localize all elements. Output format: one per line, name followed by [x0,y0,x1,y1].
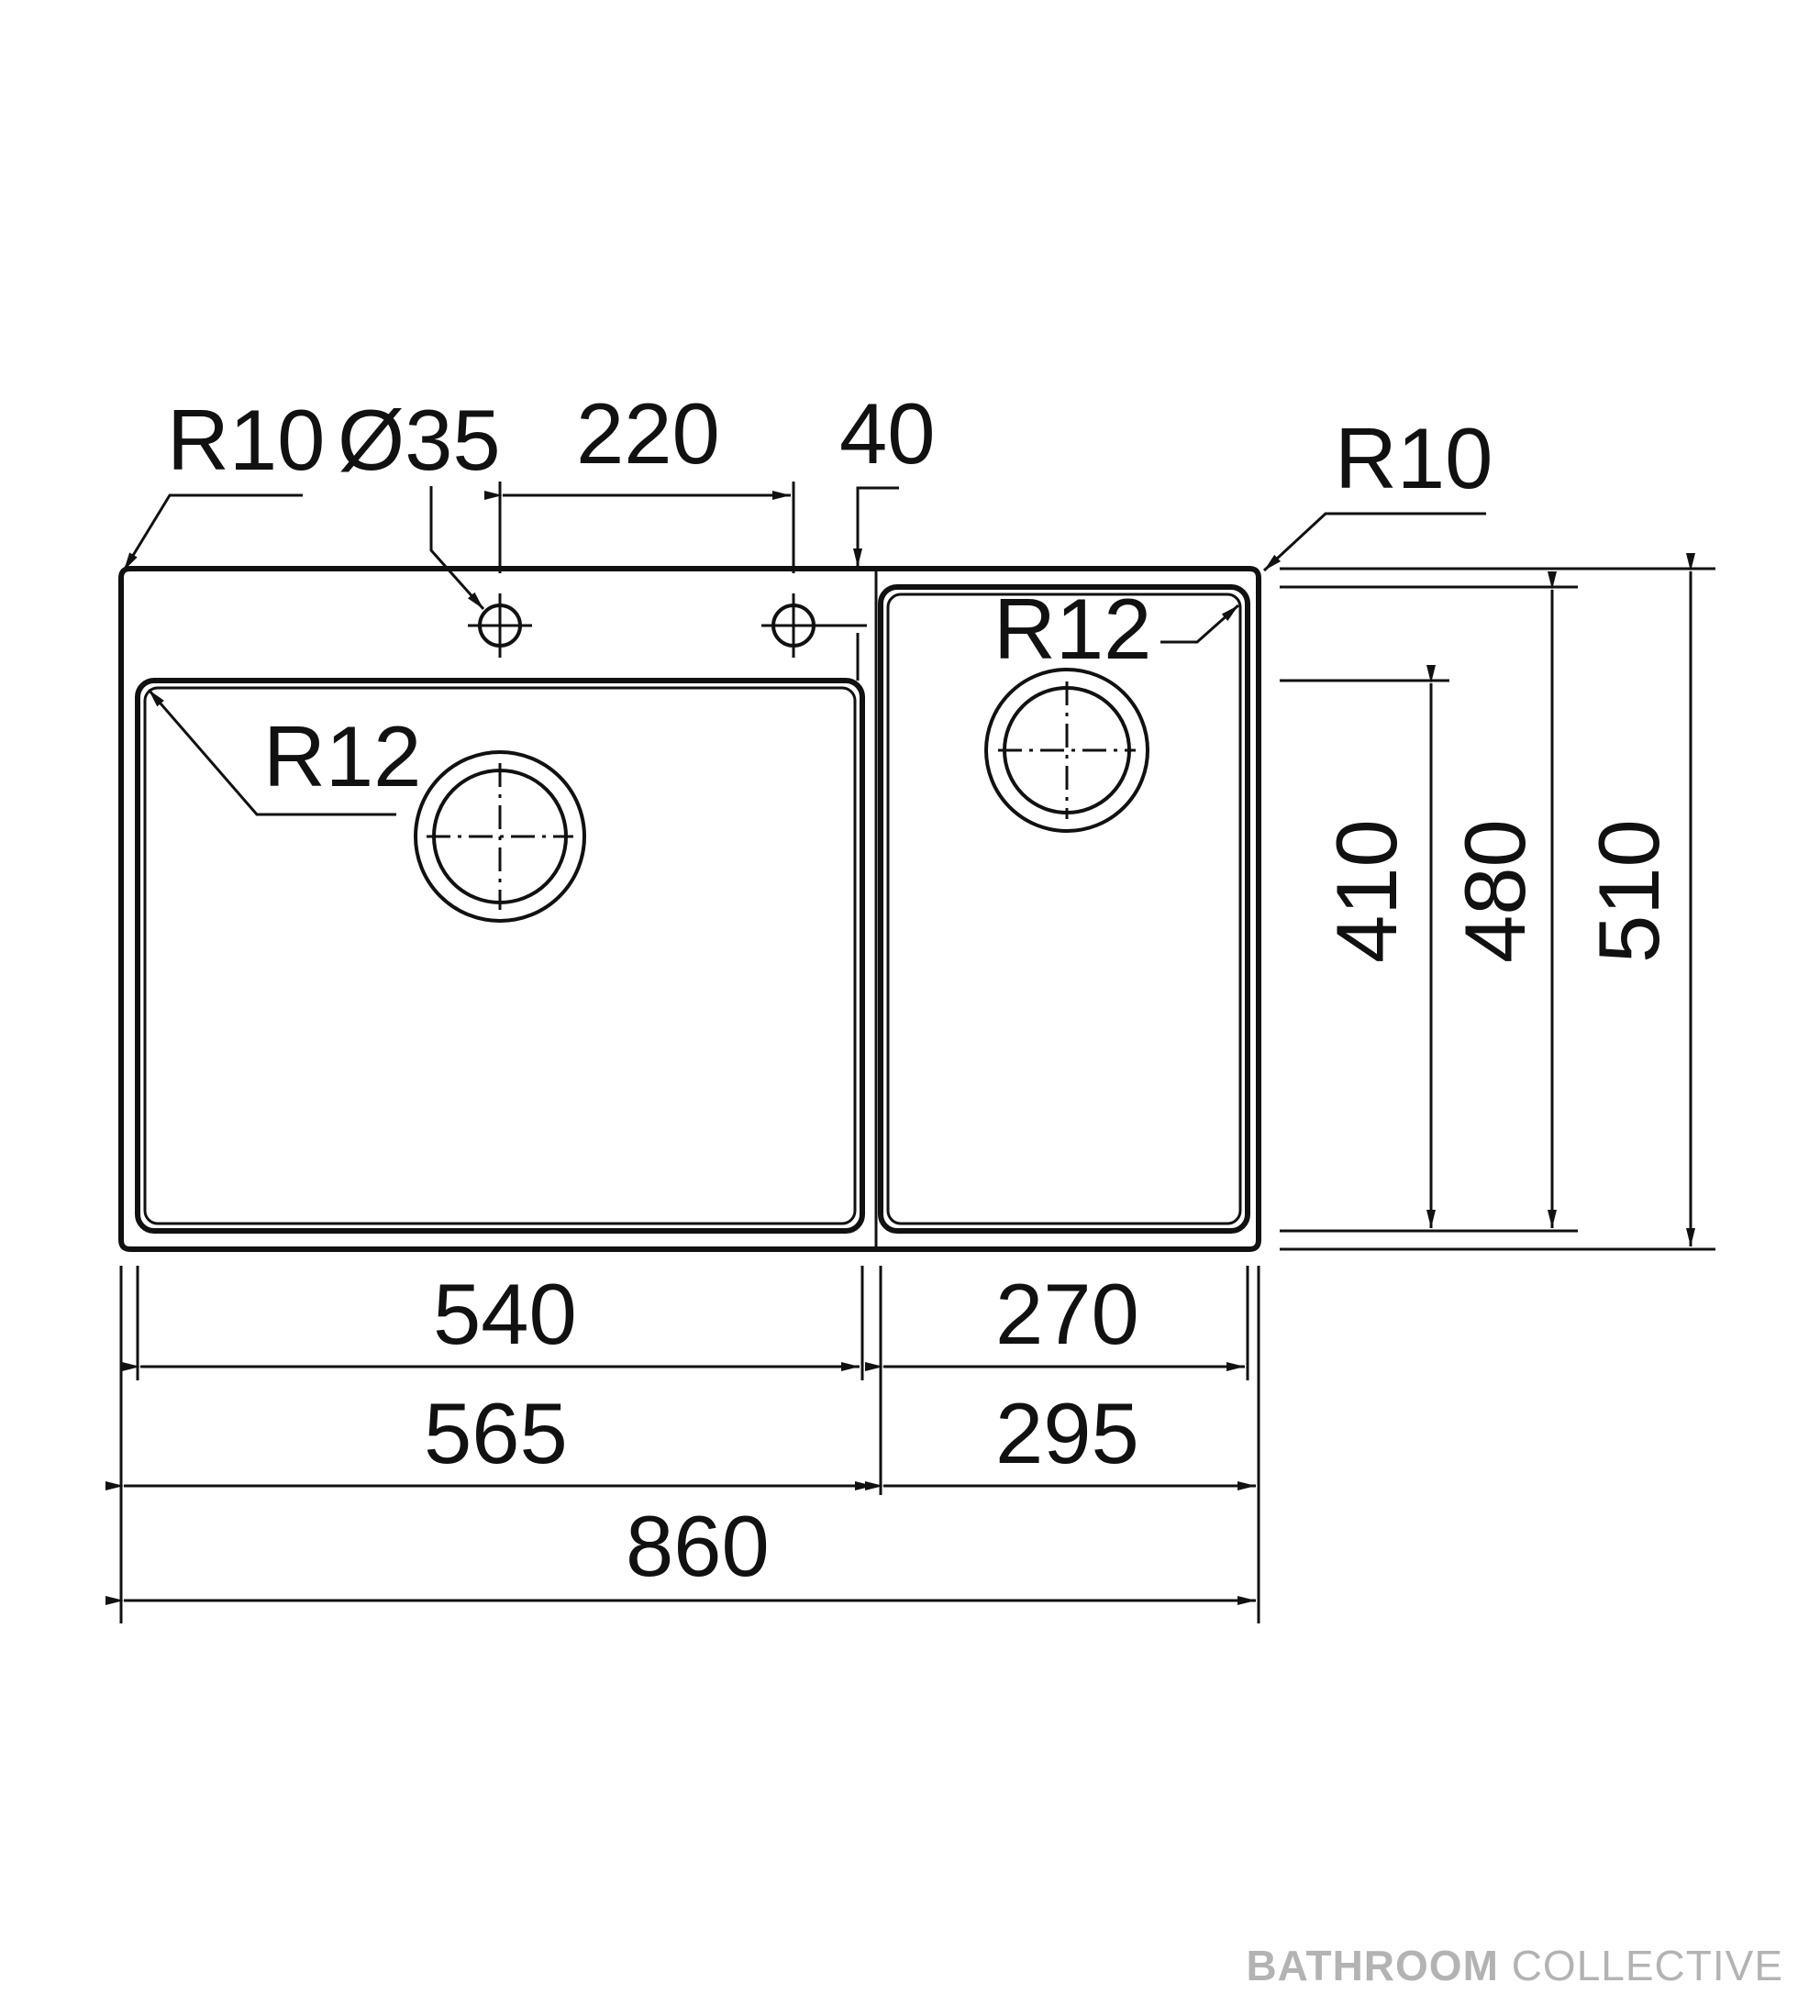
label-corner-radius-right: R10 [1335,410,1493,506]
label-height-inner-small: 410 [1318,819,1415,963]
label-width-right-section: 295 [995,1385,1139,1481]
outer-outline [118,566,1261,1252]
sink-outline [118,566,1261,1252]
label-bowl-radius-left: R12 [263,708,421,804]
tap-hole-2 [761,593,867,658]
brand-watermark: BATHROOM COLLECTIVE [1246,1941,1783,1990]
label-height-overall: 510 [1581,819,1677,963]
tap-hole-1 [468,593,532,658]
right-drain [984,668,1149,833]
top-dimensions [122,482,1486,816]
label-tap-hole-offset: 40 [839,385,936,482]
label-width-left-section: 565 [424,1385,568,1481]
label-height-inner-bowl: 480 [1447,819,1543,963]
label-bowl-radius-right: R12 [993,581,1151,677]
bottom-dimensions [105,1266,1260,1623]
label-tap-hole-spacing: 220 [576,385,720,482]
right-bowl-inner [886,593,1242,1225]
left-bowl [135,678,865,1234]
label-width-left-bowl: 540 [433,1266,577,1362]
label-tap-hole-diameter: Ø35 [338,392,501,488]
brand-bold: BATHROOM [1246,1942,1499,1989]
label-width-overall: 860 [626,1498,770,1594]
left-bowl-inner [143,686,857,1225]
brand-light: COLLECTIVE [1511,1942,1783,1989]
right-bowl [878,584,1250,1234]
right-dimensions [1280,553,1715,1251]
label-width-right-bowl: 270 [995,1266,1139,1362]
label-corner-radius-left: R10 [167,392,325,488]
left-drain [414,750,586,923]
